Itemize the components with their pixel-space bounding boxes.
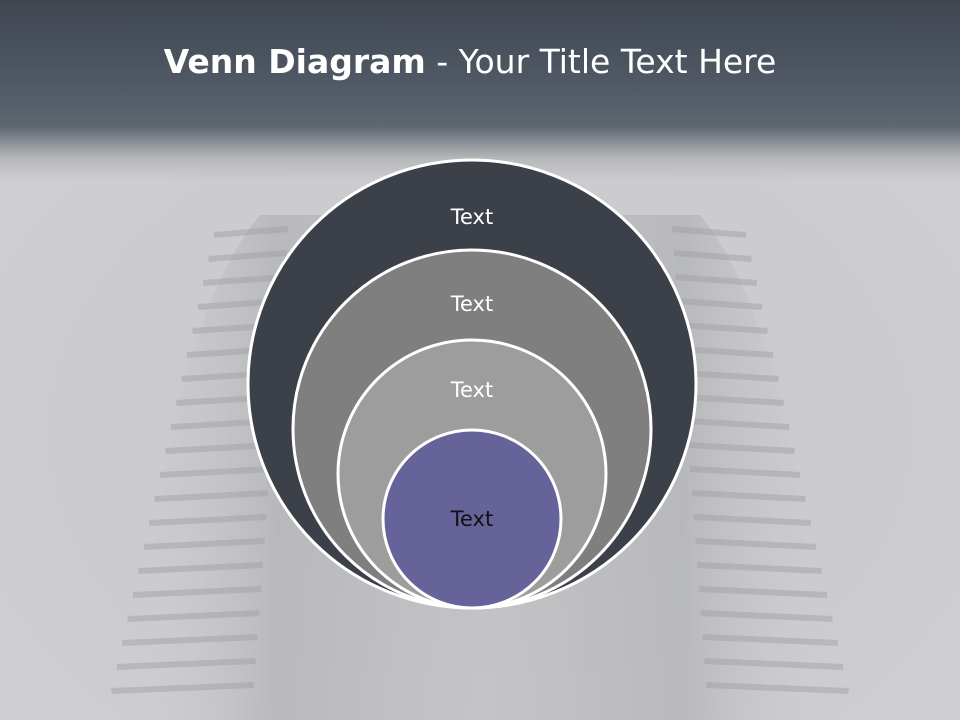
circle-inner[interactable]: Text — [381, 428, 563, 610]
title-rest: - Your Title Text Here — [425, 42, 777, 81]
circle-second-label: Text — [450, 292, 493, 316]
tread-groove-right — [693, 514, 811, 526]
tread-groove-right — [695, 538, 817, 550]
tread-groove-right — [677, 298, 763, 310]
tread-groove-left — [122, 634, 258, 646]
tread-groove-right — [697, 562, 822, 574]
circle-third-label: Text — [450, 378, 493, 402]
tread-groove-right — [689, 466, 801, 478]
tread-groove-left — [138, 562, 263, 574]
tread-groove-right — [678, 322, 768, 334]
circle-inner-label: Text — [450, 507, 493, 531]
tread-groove-left — [159, 466, 271, 478]
tread-groove-left — [132, 586, 262, 598]
title-strong: Venn Diagram — [163, 42, 426, 81]
tread-groove-left — [202, 274, 285, 286]
slide-title: Venn Diagram - Your Title Text Here — [0, 40, 940, 84]
tread-groove-right — [704, 658, 844, 670]
tread-groove-left — [213, 226, 289, 238]
tread-groove-right — [680, 346, 774, 358]
tread-groove-left — [127, 610, 260, 622]
tread-groove-right — [706, 682, 849, 694]
tread-groove-right — [671, 226, 747, 238]
circle-outer-label: Text — [450, 205, 493, 229]
tread-groove-right — [675, 274, 758, 286]
tread-groove-right — [698, 586, 828, 598]
tread-groove-right — [684, 394, 784, 406]
tread-groove-right — [686, 418, 790, 430]
tread-groove-left — [208, 250, 287, 262]
title-bar — [0, 0, 960, 180]
tread-groove-right — [673, 250, 752, 262]
tread-groove-left — [111, 682, 254, 694]
tread-groove-left — [143, 538, 265, 550]
tread-groove-right — [700, 610, 833, 622]
tread-groove-left — [149, 514, 267, 526]
tread-groove-left — [116, 658, 256, 670]
tread-groove-right — [688, 442, 795, 454]
circle-inner-shape — [381, 428, 563, 610]
tread-groove-right — [691, 490, 806, 502]
tread-groove-left — [165, 442, 272, 454]
tread-groove-left — [154, 490, 269, 502]
tread-groove-right — [682, 370, 779, 382]
tread-groove-right — [702, 634, 838, 646]
